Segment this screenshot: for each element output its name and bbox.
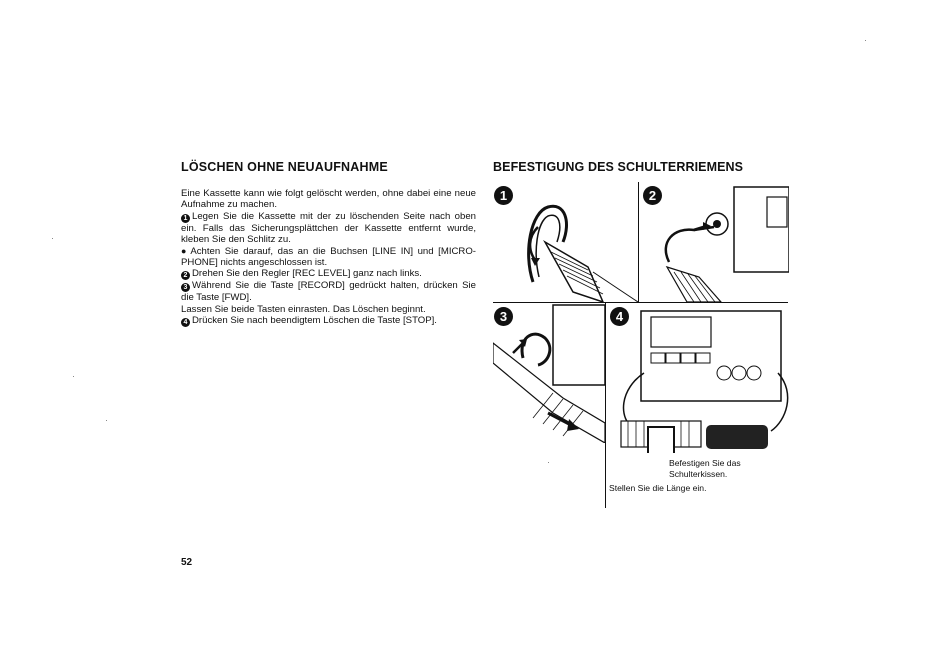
note-bullet-icon: ● [181, 245, 189, 256]
figure-2-badge: 2 [643, 186, 662, 205]
step-3-text: Während Sie die Taste [RECORD] gedrückt … [181, 280, 476, 304]
page-number: 52 [181, 557, 193, 568]
pad-caption-line-2: Schulterkissen. [669, 468, 728, 479]
pad-caption: Befestigen Sie das Schulterkissen. [669, 458, 741, 479]
figure-1: 1 [493, 182, 638, 302]
figure-2: 2 [638, 182, 789, 302]
erase-instructions: Eine Kassette kann wie folgt gelöscht we… [181, 188, 476, 328]
erase-section: LÖSCHEN OHNE NEUAUFNAHME Eine Kassette k… [181, 160, 476, 328]
intro-text: Eine Kassette kann wie folgt gelöscht we… [181, 188, 476, 211]
step-3-number-icon: 3 [181, 283, 190, 293]
erase-heading: LÖSCHEN OHNE NEUAUFNAHME [181, 160, 388, 174]
length-caption: Stellen Sie die Länge ein. [609, 483, 707, 493]
figure-1-badge: 1 [494, 186, 513, 205]
strap-removal-illustration-icon [493, 304, 605, 443]
figure-4: 4 Befestigen Sie das Schulterk [605, 303, 789, 508]
recorder-strap-illustration-icon [620, 310, 789, 453]
step-3b-text: Lassen Sie beide Tasten einrasten. Das L… [181, 303, 426, 315]
strap-attach-illustration-icon [664, 186, 789, 302]
figure-4-badge: 4 [610, 307, 629, 326]
step-2-number-icon: 2 [181, 271, 190, 281]
figure-3: 3 [493, 303, 605, 443]
strap-section: BEFESTIGUNG DES SCHULTERRIEMENS [493, 160, 793, 174]
figure-row-divider [493, 302, 788, 303]
step-4-number-icon: 4 [181, 318, 190, 328]
figure-3-badge: 3 [494, 307, 513, 326]
step-1-text: Legen Sie die Kassette mit der zu lösche… [181, 210, 476, 246]
step-4-text: Drücken Sie nach beendigtem Löschen die … [192, 315, 437, 327]
strap-hook-illustration-icon [527, 204, 638, 302]
strap-heading: BEFESTIGUNG DES SCHULTERRIEMENS [493, 160, 744, 174]
pad-caption-line-1: Befestigen Sie das [669, 458, 741, 468]
note-text: Achten Sie darauf, das an die Buchsen [L… [181, 245, 476, 269]
note: ●Achten Sie darauf, das an die Buchsen [… [181, 246, 476, 269]
step-2-text: Drehen Sie den Regler [REC LEVEL] ganz n… [192, 268, 422, 280]
step-1-number-icon: 1 [181, 213, 190, 223]
